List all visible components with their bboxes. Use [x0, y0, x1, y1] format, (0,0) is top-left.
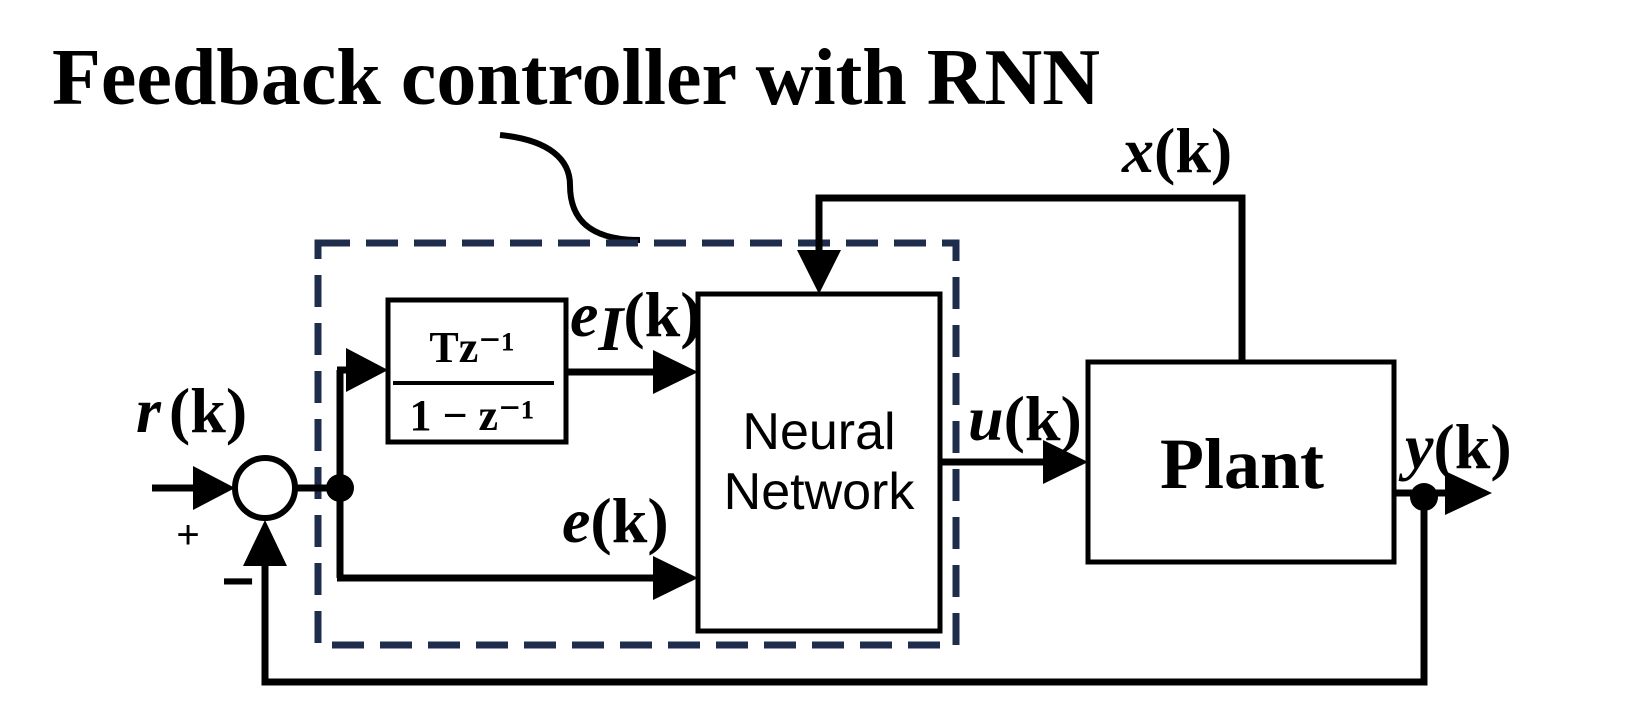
eI-arrowhead — [653, 350, 698, 394]
plant-block — [1085, 359, 1397, 565]
neural-network-label-line2: Network — [724, 463, 916, 521]
neural-network-label-line1: Neural — [742, 403, 895, 461]
label-u: u(k) — [968, 383, 1082, 454]
plant-label: Plant — [1160, 424, 1324, 504]
output-feedback-line — [261, 497, 1428, 686]
x-feedback-line — [815, 194, 1246, 362]
plus-sign: + — [176, 513, 199, 557]
integrator-denominator: 1 − z⁻¹ — [409, 391, 534, 440]
output-arrowhead — [1445, 471, 1492, 515]
diagram-title: Feedback controller with RNN — [52, 34, 1100, 122]
label-r: r(k) — [136, 375, 247, 446]
x-feedback-arrowhead — [797, 250, 841, 294]
summing-junction — [232, 455, 298, 521]
label-x: x(k) — [1121, 115, 1232, 186]
to-integrator-arrowhead — [346, 348, 388, 392]
controller-dashed-border — [314, 239, 960, 649]
integrator-numerator: Tz⁻¹ — [429, 323, 514, 372]
reference-input-arrowhead — [193, 466, 235, 510]
u-arrowhead — [1043, 440, 1088, 484]
integrator-block — [385, 297, 569, 445]
label-y: y(k) — [1398, 411, 1512, 482]
e-arrowhead — [653, 556, 698, 600]
label-eI: eI(k) — [570, 279, 702, 364]
label-e: e(k) — [562, 485, 669, 556]
title-pointer-curve — [499, 132, 641, 243]
output-feedback-arrowhead — [243, 520, 287, 566]
